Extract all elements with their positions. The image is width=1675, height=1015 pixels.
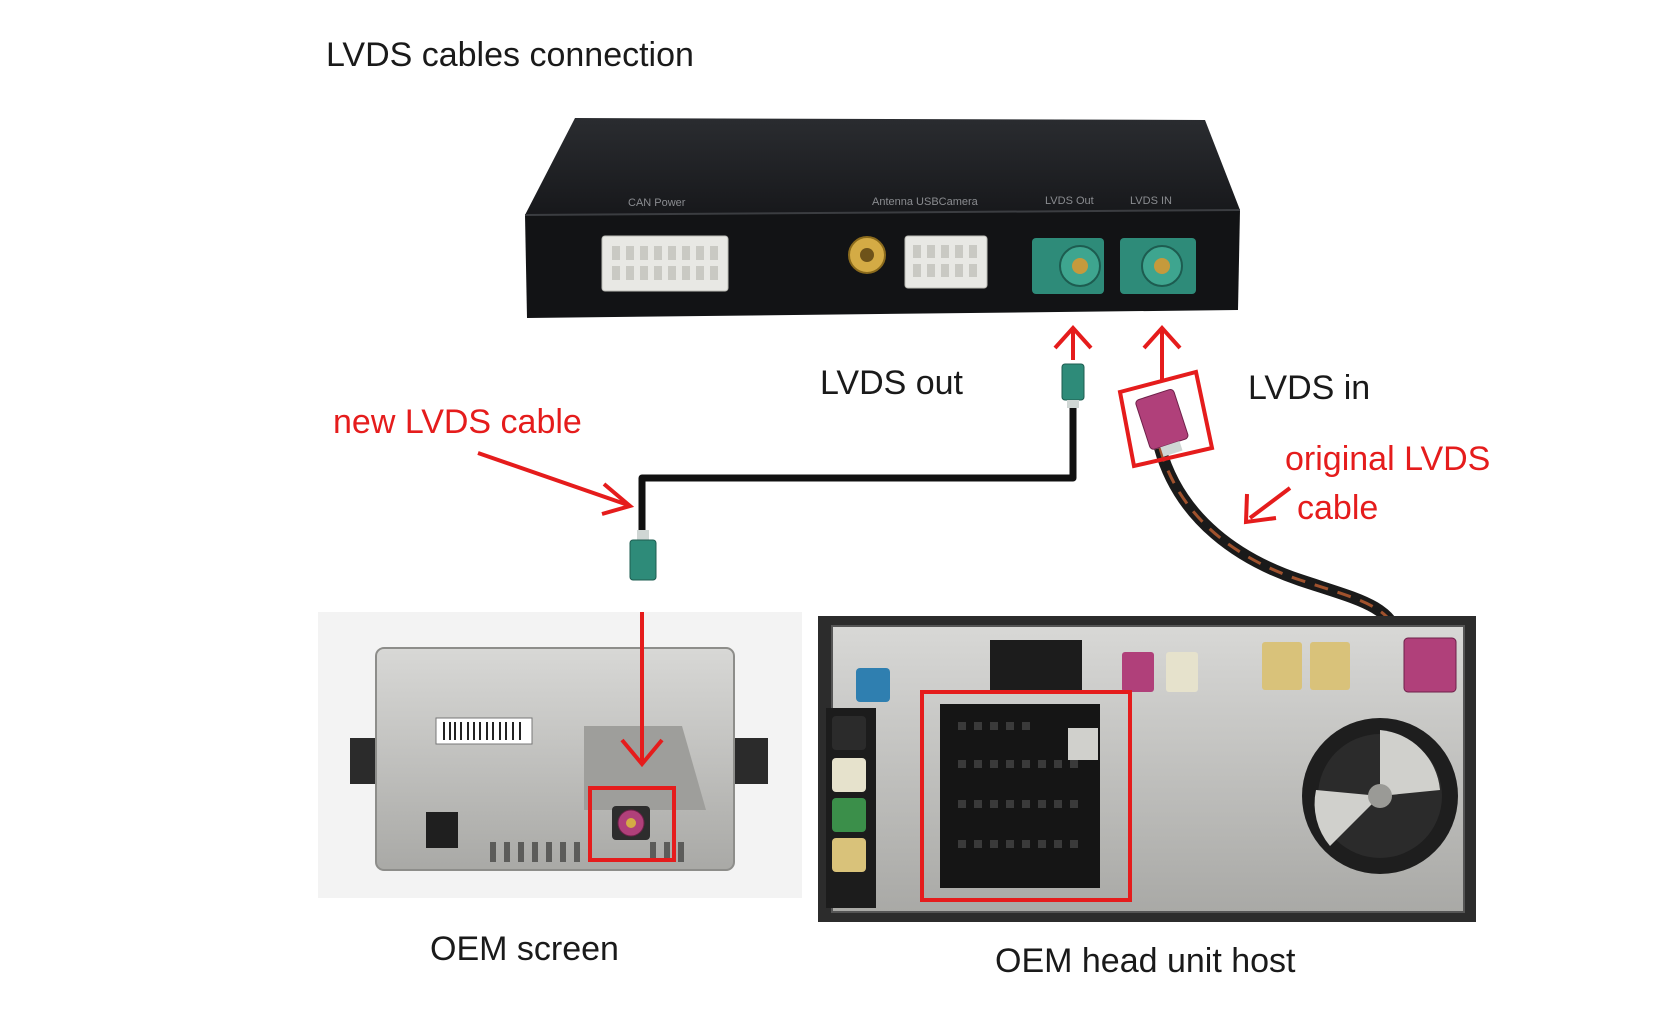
label-new-lvds-cable: new LVDS cable	[333, 403, 582, 441]
new-cable-bottom-plug	[629, 539, 657, 581]
original-lvds-cable	[1135, 389, 1406, 642]
label-original-lvds-line1: original LVDS	[1285, 440, 1491, 478]
original-cable-plug	[1135, 389, 1189, 457]
box-lvds-in-port	[1120, 238, 1196, 294]
highlight-head-unit-connector	[920, 690, 1132, 902]
antenna-connector-icon	[848, 236, 886, 274]
interface-box: CAN Power Antenna USBCamera LVDS Out LVD…	[524, 118, 1241, 318]
arrow-original-cable	[1248, 486, 1292, 520]
box-lvds-out-port	[1032, 238, 1104, 294]
new-lvds-cable	[629, 363, 1085, 581]
box-label-antenna-usb-camera: Antenna USBCamera	[872, 196, 979, 208]
label-original-lvds-line2: cable	[1297, 489, 1379, 527]
box-label-can-power: CAN Power	[628, 197, 686, 209]
box-label-lvds-out: LVDS Out	[1045, 195, 1094, 207]
left-fakra-connectors	[832, 668, 890, 872]
oem-head-unit-photo	[818, 616, 1476, 922]
page-title: LVDS cables connection	[326, 36, 694, 74]
highlight-original-plug	[1117, 369, 1215, 469]
fan-icon	[1302, 718, 1458, 874]
highlight-screen-port	[588, 786, 676, 862]
new-cable-top-plug	[1061, 363, 1085, 401]
can-power-connector	[601, 235, 729, 292]
label-oem-screen: OEM screen	[430, 930, 619, 968]
arrows	[477, 325, 1292, 525]
arrow-new-cable	[477, 451, 629, 507]
box-label-lvds-in: LVDS IN	[1130, 195, 1172, 207]
label-lvds-out: LVDS out	[820, 364, 964, 402]
usb-camera-connector	[904, 235, 988, 289]
label-lvds-in: LVDS in	[1248, 369, 1371, 407]
screen-lvds-port-icon	[612, 806, 650, 840]
label-oem-head-unit-host: OEM head unit host	[995, 942, 1296, 980]
oem-screen-photo	[318, 612, 802, 898]
